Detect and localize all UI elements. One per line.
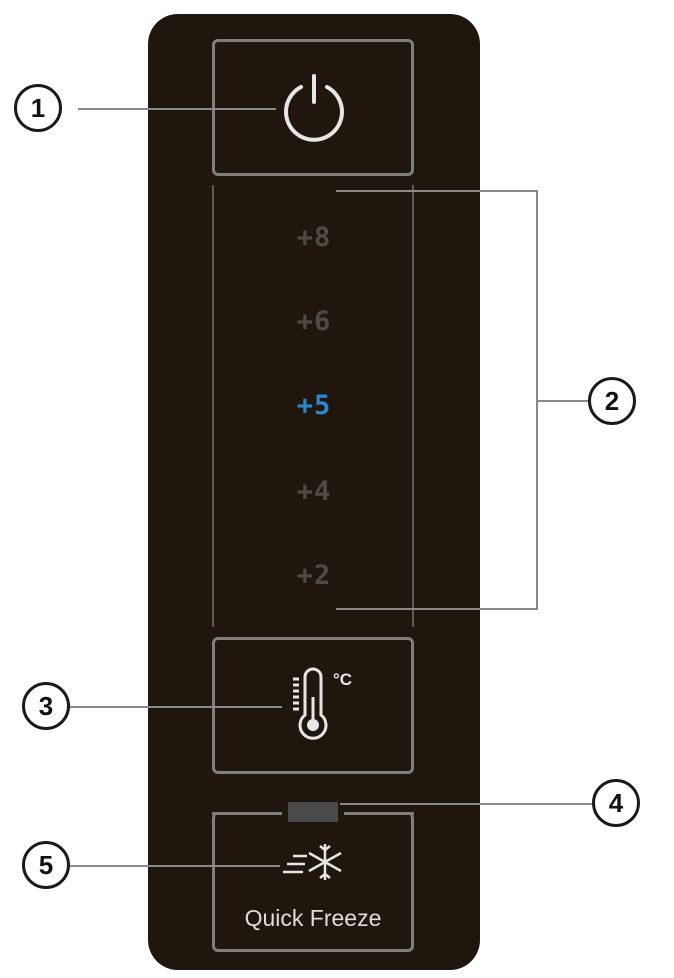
temp-unit-label: °C — [333, 670, 353, 689]
thermometer-icon — [293, 667, 328, 740]
temp-level-4: +4 — [296, 476, 332, 507]
temp-level-2: +2 — [296, 560, 332, 591]
control-panel: +8 +6 +5 +4 +2 °C — [148, 14, 480, 970]
temp-level-6: +6 — [296, 306, 332, 337]
temperature-button[interactable]: °C — [212, 637, 414, 774]
power-button[interactable] — [212, 39, 414, 176]
quick-freeze-indicator — [288, 802, 338, 822]
qf-border-left-segment — [212, 812, 282, 815]
leader-line-2 — [536, 400, 590, 402]
leader-line-5 — [66, 865, 280, 867]
temp-divider-left — [212, 185, 214, 627]
temp-level-5-active: +5 — [296, 390, 332, 421]
leader-line-1 — [78, 108, 276, 110]
temp-level-8: +8 — [296, 222, 332, 253]
bracket-bottom — [336, 608, 538, 610]
power-icon — [284, 74, 344, 142]
callout-2: 2 — [588, 377, 636, 425]
snowflake-icon — [283, 844, 342, 880]
bracket-top — [336, 190, 538, 192]
quick-freeze-button[interactable]: Quick Freeze — [212, 812, 414, 952]
qf-border-right-segment — [344, 812, 414, 815]
temp-divider-right — [412, 185, 414, 627]
callout-4: 4 — [592, 779, 640, 827]
callout-1: 1 — [14, 84, 62, 132]
leader-line-4 — [340, 803, 592, 805]
leader-line-3 — [66, 706, 282, 708]
quick-freeze-label: Quick Freeze — [244, 905, 382, 931]
callout-3: 3 — [22, 682, 70, 730]
callout-5: 5 — [22, 841, 70, 889]
